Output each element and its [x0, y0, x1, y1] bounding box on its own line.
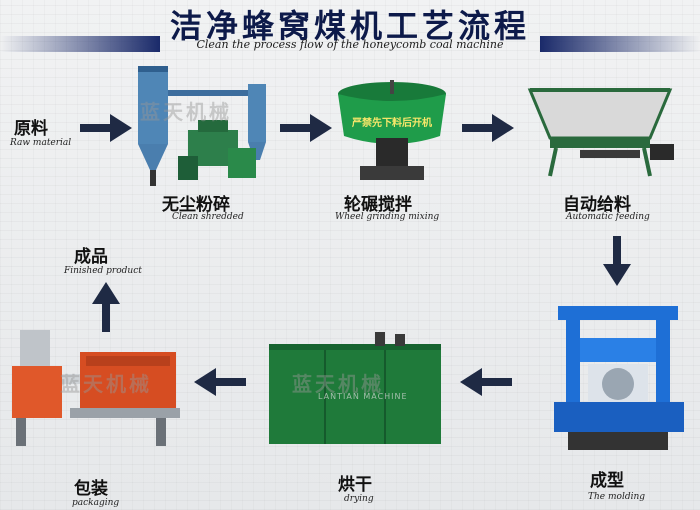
dryer-machine-image — [269, 332, 441, 444]
dry-label: 烘干 — [338, 475, 372, 495]
header-band-left — [0, 36, 160, 52]
shred-label-en: Clean shredded — [172, 212, 244, 222]
crusher-machine-image — [138, 66, 266, 186]
mold-label-en: The molding — [588, 492, 646, 502]
mixer-machine-image — [338, 80, 446, 180]
arrow-left-icon — [194, 368, 246, 396]
pack-label-en: packaging — [72, 498, 120, 508]
feed-label: 自动给料 — [563, 195, 631, 215]
shred-label: 无尘粉碎 — [162, 195, 230, 215]
watermark-text-en: LANTIAN MACHINE — [318, 392, 408, 401]
arrow-up-icon — [92, 282, 120, 332]
header-band-right — [540, 36, 700, 52]
arrow-right-icon — [280, 114, 332, 142]
watermark-text: 蓝天机械 — [140, 100, 232, 124]
mix-label: 轮碾搅拌 — [344, 195, 412, 215]
packaging-machine-image — [12, 330, 180, 446]
page-title: 洁净蜂窝煤机工艺流程 — [169, 7, 530, 45]
arrow-right-icon — [80, 114, 132, 142]
page-subtitle: Clean the process flow of the honeycomb … — [196, 38, 504, 51]
finished-label: 成品 — [74, 247, 108, 267]
arrow-left-icon — [460, 368, 512, 396]
raw-material-label-en: Raw material — [10, 138, 72, 148]
pack-label: 包装 — [74, 479, 108, 499]
raw-material-label: 原料 — [14, 119, 48, 139]
mold-label: 成型 — [590, 471, 624, 491]
finished-label-en: Finished product — [64, 266, 142, 276]
mix-label-en: Wheel grinding mixing — [335, 212, 440, 222]
watermark-text-dryer: 蓝天机械 — [292, 372, 384, 396]
molding-machine-image — [554, 306, 684, 450]
feed-label-en: Automatic feeding — [566, 212, 650, 222]
watermark-text-pack: 蓝天机械 — [60, 372, 152, 396]
arrow-down-icon — [603, 236, 631, 286]
dry-label-en: drying — [344, 494, 374, 504]
header: 洁净蜂窝煤机工艺流程 Clean the process flow of the… — [0, 0, 700, 56]
mixer-warning-text: 严禁先下料后开机 — [352, 118, 432, 129]
arrow-right-icon — [462, 114, 514, 142]
feeder-machine-image — [527, 88, 674, 177]
